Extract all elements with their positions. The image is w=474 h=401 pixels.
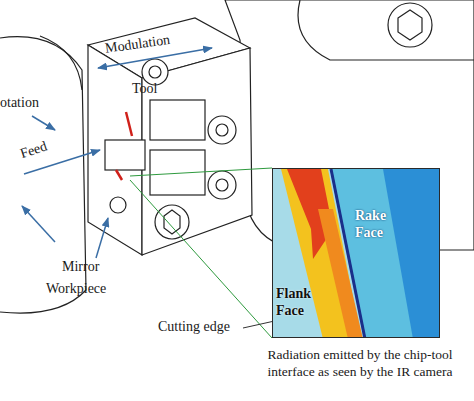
rotation-arrow bbox=[32, 116, 55, 130]
spindle-edge bbox=[40, 36, 82, 90]
clamp-block bbox=[150, 100, 205, 140]
face-label: Rake Face bbox=[355, 207, 405, 241]
hole bbox=[110, 197, 126, 213]
screw-head bbox=[208, 116, 236, 144]
screw-head bbox=[208, 171, 236, 199]
mirror-arrow bbox=[96, 218, 108, 258]
block-edge bbox=[298, 0, 474, 60]
thermal-region bbox=[331, 169, 413, 338]
part-label: Radiation emitted by the chip-tool inter… bbox=[250, 346, 470, 380]
screw-slot bbox=[216, 179, 228, 191]
screw-slot bbox=[149, 66, 161, 78]
screw-hex bbox=[164, 210, 180, 234]
part-label: Tool bbox=[132, 80, 172, 97]
tool-clamp bbox=[105, 140, 145, 170]
thermal-region bbox=[331, 169, 365, 338]
thermal-region bbox=[273, 169, 440, 338]
screw-head bbox=[155, 205, 189, 239]
part-label: Mirror bbox=[62, 258, 122, 275]
part-label: Workpiece bbox=[46, 280, 126, 297]
motion-arrows bbox=[22, 48, 212, 258]
thermal-inset: Rake FaceFlank Face bbox=[272, 168, 440, 338]
part-label: Feed bbox=[18, 132, 66, 162]
tool-insert bbox=[126, 112, 132, 136]
part-label: Cutting edge bbox=[158, 318, 248, 335]
bolt-head bbox=[388, 3, 432, 47]
tool-insert bbox=[116, 170, 122, 180]
view-line bbox=[130, 168, 272, 176]
view-line bbox=[130, 180, 272, 338]
face-label: Flank Face bbox=[276, 285, 318, 319]
part-label: otation bbox=[0, 94, 55, 111]
screw-slot bbox=[216, 124, 228, 136]
workpiece-arrow bbox=[22, 206, 55, 242]
tool-holder bbox=[88, 18, 252, 255]
holder-front bbox=[142, 48, 252, 255]
bolt-hex bbox=[398, 10, 422, 40]
